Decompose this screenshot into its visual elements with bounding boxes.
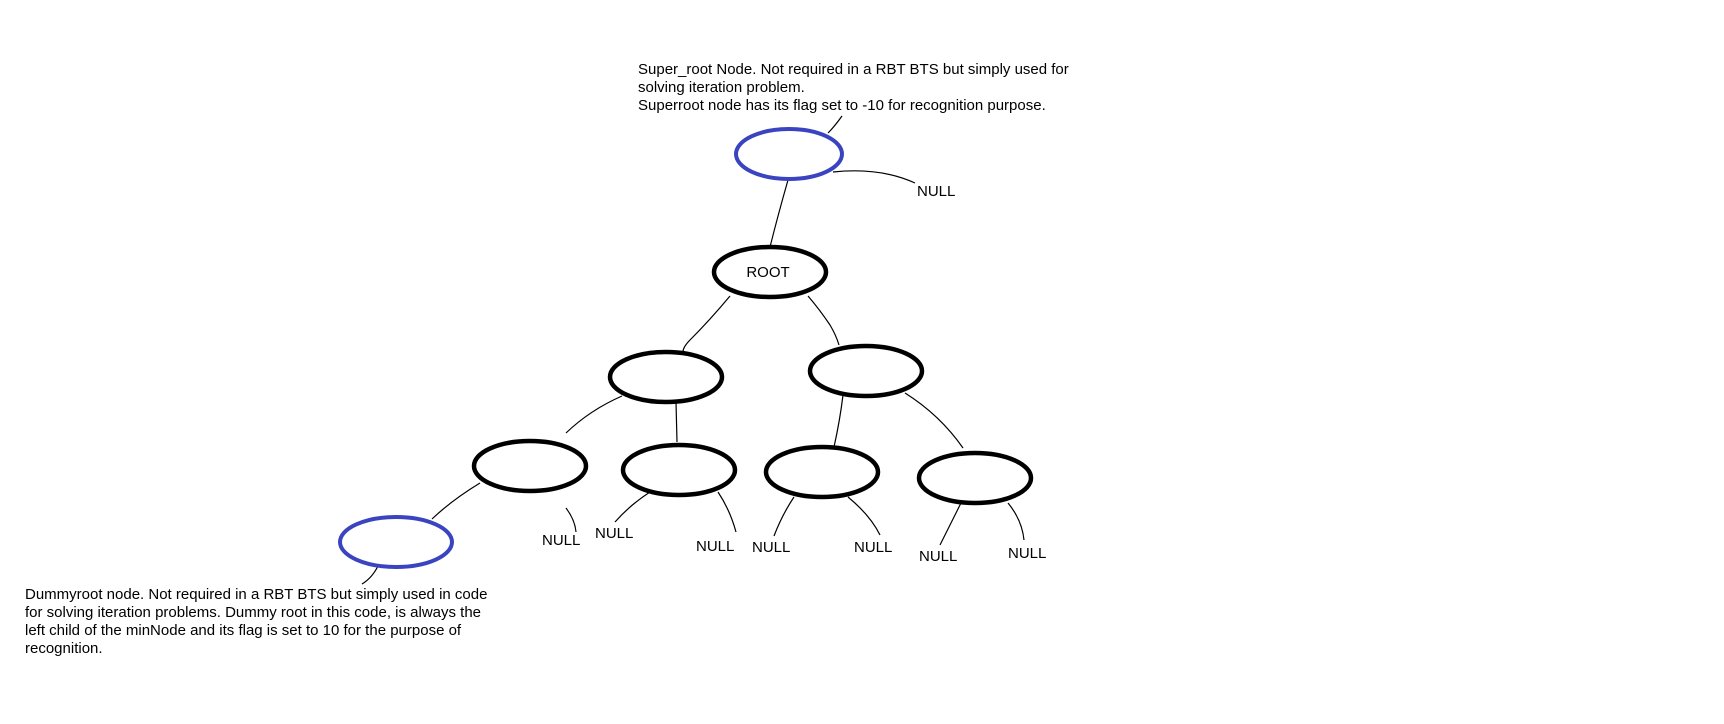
edge-superroot-root [769, 179, 789, 248]
edge-lr-null-left [614, 491, 651, 523]
edge-superroot-annotation [827, 115, 843, 134]
edge-ll-dummy [431, 482, 481, 520]
tree-node-left-right [620, 442, 738, 498]
null-label: NULL [854, 539, 892, 556]
tree-node-left [607, 349, 725, 405]
root-label: ROOT [746, 264, 789, 281]
tree-node-left-left [471, 438, 589, 494]
edge-left-leftleft [565, 395, 623, 434]
edge-root-right [807, 295, 840, 346]
null-label: NULL [1008, 545, 1046, 562]
edge-right-rightright [904, 392, 964, 449]
tree-node-right [807, 343, 925, 399]
dummy-root-annotation: Dummyroot node. Not required in a RBT BT… [25, 586, 488, 657]
edge-dummy-annotation [361, 565, 379, 585]
null-label: NULL [696, 538, 734, 555]
null-label: NULL [542, 532, 580, 549]
super-root-annotation: Super_root Node. Not required in a RBT B… [638, 61, 1069, 114]
edge-left-leftright [675, 401, 678, 443]
null-label: NULL [752, 539, 790, 556]
edge-root-left [682, 295, 731, 353]
edge-rl-null-left [773, 496, 795, 537]
super-root-node [734, 127, 844, 181]
edge-rr-null-right [1007, 502, 1025, 541]
edge-right-rightleft [833, 394, 844, 448]
edge-rr-null-left [939, 502, 962, 546]
null-label: NULL [919, 548, 957, 565]
edge-ll-null [565, 507, 577, 533]
tree-node-right-right [916, 450, 1034, 506]
edge-rl-null-right [847, 496, 881, 536]
null-label: NULL [595, 525, 633, 542]
edge-superroot-null [832, 170, 916, 184]
dummy-root-node [338, 515, 454, 569]
edge-lr-null-right [717, 491, 737, 533]
root-node [711, 244, 829, 300]
null-label: NULL [917, 183, 955, 200]
tree-node-right-left [763, 444, 881, 500]
